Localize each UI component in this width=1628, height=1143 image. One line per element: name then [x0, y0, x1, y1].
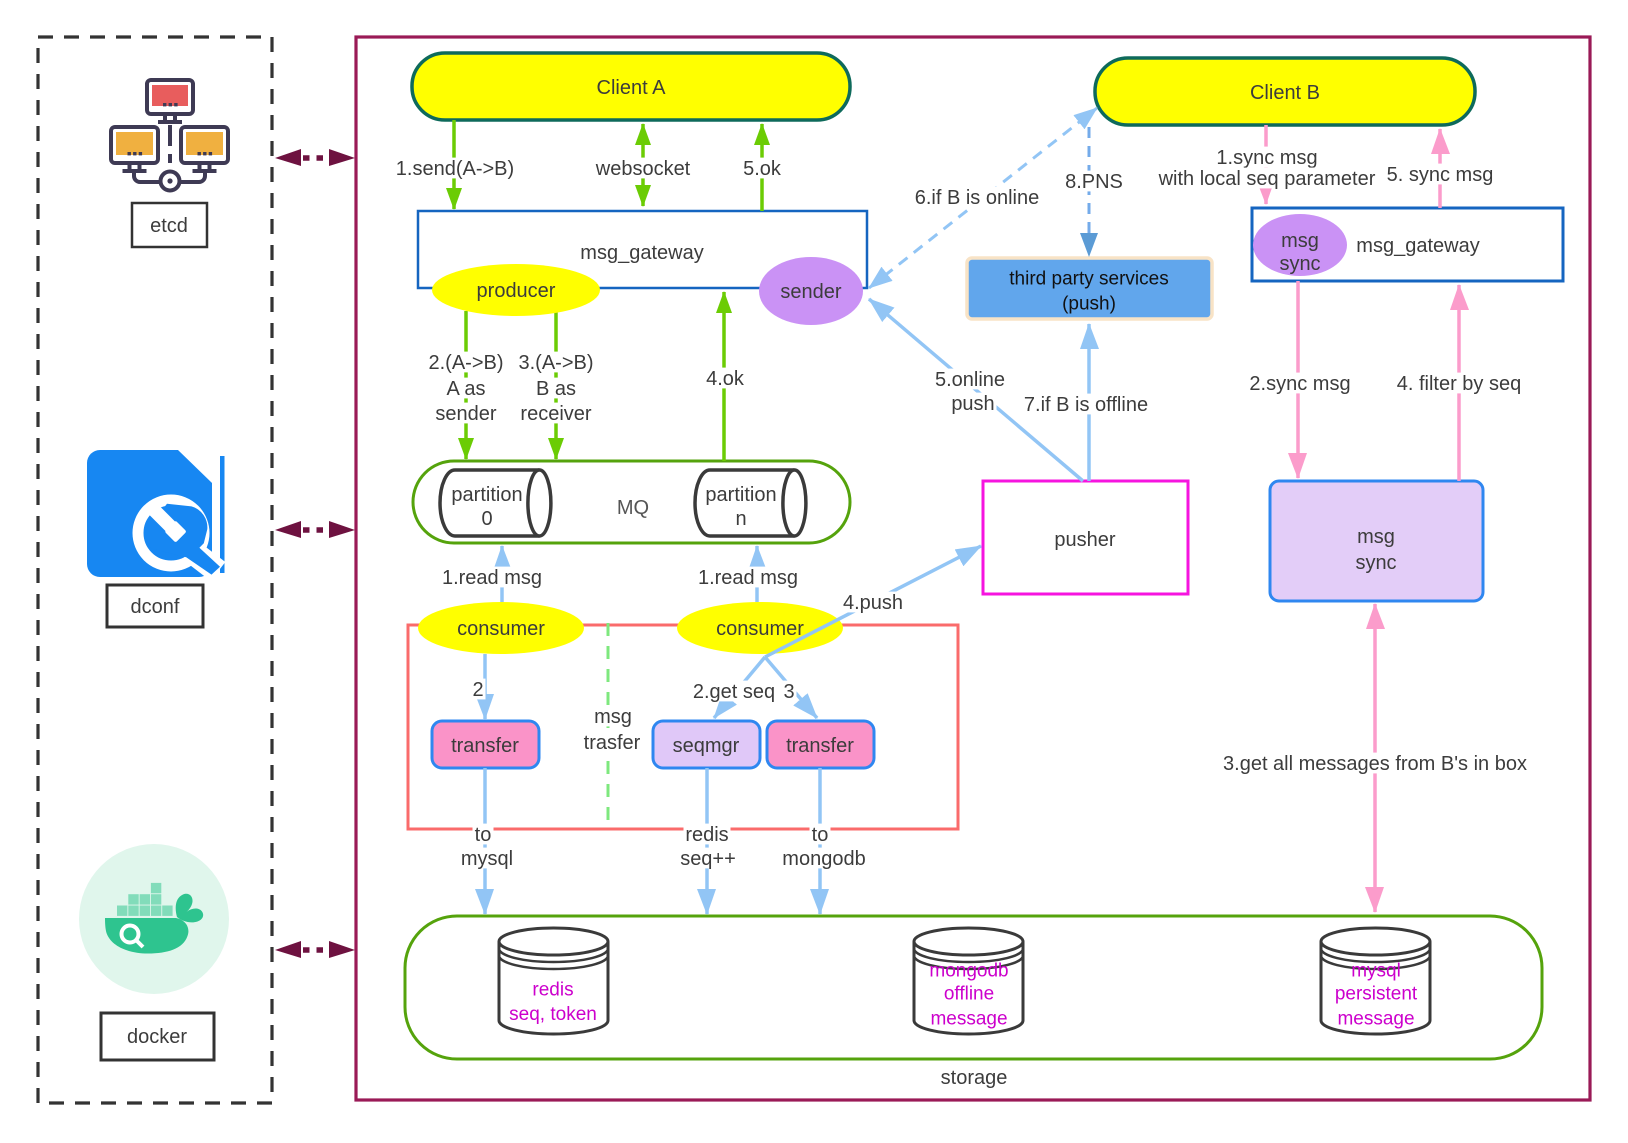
svg-text:mongodb: mongodb: [929, 961, 1008, 982]
svg-text:8.PNS: 8.PNS: [1065, 171, 1123, 193]
svg-text:push: push: [951, 393, 994, 415]
svg-text:seq, token: seq, token: [509, 1004, 597, 1025]
svg-text:consumer: consumer: [457, 618, 545, 640]
svg-text:etcd: etcd: [150, 215, 188, 237]
svg-text:storage: storage: [941, 1067, 1008, 1089]
svg-text:third party services: third party services: [1009, 269, 1168, 290]
svg-text:seqmgr: seqmgr: [673, 735, 740, 757]
svg-text:pusher: pusher: [1054, 529, 1115, 551]
svg-text:1.read msg: 1.read msg: [442, 567, 542, 589]
svg-text:consumer: consumer: [716, 618, 804, 640]
svg-text:MQ: MQ: [617, 497, 649, 519]
svg-text:message: message: [1337, 1009, 1414, 1030]
svg-text:2.(A->B): 2.(A->B): [428, 352, 503, 374]
svg-text:3.get all messages from B's in: 3.get all messages from B's in box: [1223, 753, 1527, 775]
svg-text:mysql: mysql: [461, 848, 513, 870]
svg-text:msg_gateway: msg_gateway: [580, 242, 703, 264]
svg-text:with local seq parameter: with local seq parameter: [1158, 168, 1376, 190]
svg-text:Client A: Client A: [597, 77, 667, 99]
svg-text:redis: redis: [685, 824, 728, 846]
svg-text:partition: partition: [451, 484, 522, 506]
svg-text:sync: sync: [1279, 253, 1320, 275]
svg-text:3.(A->B): 3.(A->B): [518, 352, 593, 374]
svg-text:(push): (push): [1062, 294, 1116, 315]
svg-text:0: 0: [481, 508, 492, 530]
svg-text:receiver: receiver: [520, 403, 591, 425]
svg-text:msg: msg: [594, 706, 632, 728]
svg-text:2.sync msg: 2.sync msg: [1249, 373, 1350, 395]
svg-text:message: message: [930, 1009, 1007, 1030]
svg-text:4.push: 4.push: [843, 592, 903, 614]
svg-text:mongodb: mongodb: [782, 848, 865, 870]
svg-text:1.read msg: 1.read msg: [698, 567, 798, 589]
svg-text:1.sync msg: 1.sync msg: [1216, 147, 1317, 169]
svg-text:transfer: transfer: [451, 735, 519, 757]
svg-text:3: 3: [783, 681, 794, 703]
svg-text:redis: redis: [532, 980, 573, 1001]
svg-text:7.if B is offline: 7.if B is offline: [1024, 394, 1148, 416]
svg-text:transfer: transfer: [786, 735, 854, 757]
svg-text:1.send(A->B): 1.send(A->B): [396, 158, 514, 180]
svg-text:offline: offline: [944, 984, 994, 1005]
svg-text:B as: B as: [536, 378, 576, 400]
svg-text:2.get seq: 2.get seq: [693, 681, 775, 703]
svg-text:msg: msg: [1281, 230, 1319, 252]
svg-text:5. sync msg: 5. sync msg: [1387, 164, 1494, 186]
svg-text:sender: sender: [435, 403, 496, 425]
svg-text:seq++: seq++: [680, 848, 736, 870]
svg-text:persistent: persistent: [1335, 984, 1418, 1005]
svg-text:sync: sync: [1355, 552, 1396, 574]
svg-text:msg_gateway: msg_gateway: [1356, 235, 1479, 257]
svg-text:producer: producer: [477, 280, 556, 302]
svg-text:2: 2: [472, 679, 483, 701]
svg-text:trasfer: trasfer: [584, 732, 641, 754]
svg-text:A as: A as: [447, 378, 486, 400]
svg-text:to: to: [812, 824, 829, 846]
svg-text:6.if B is online: 6.if B is online: [915, 187, 1040, 209]
svg-text:sender: sender: [780, 281, 841, 303]
svg-text:mysql: mysql: [1351, 961, 1401, 982]
svg-text:n: n: [735, 508, 746, 530]
svg-text:4.ok: 4.ok: [706, 368, 745, 390]
svg-text:4. filter by seq: 4. filter by seq: [1397, 373, 1522, 395]
svg-text:Client B: Client B: [1250, 82, 1320, 104]
svg-text:websocket: websocket: [595, 158, 691, 180]
svg-text:docker: docker: [127, 1026, 187, 1048]
svg-text:to: to: [475, 824, 492, 846]
svg-text:5.ok: 5.ok: [743, 158, 782, 180]
svg-text:partition: partition: [705, 484, 776, 506]
svg-text:msg: msg: [1357, 526, 1395, 548]
svg-text:dconf: dconf: [131, 596, 180, 618]
svg-text:5.online: 5.online: [935, 369, 1005, 391]
